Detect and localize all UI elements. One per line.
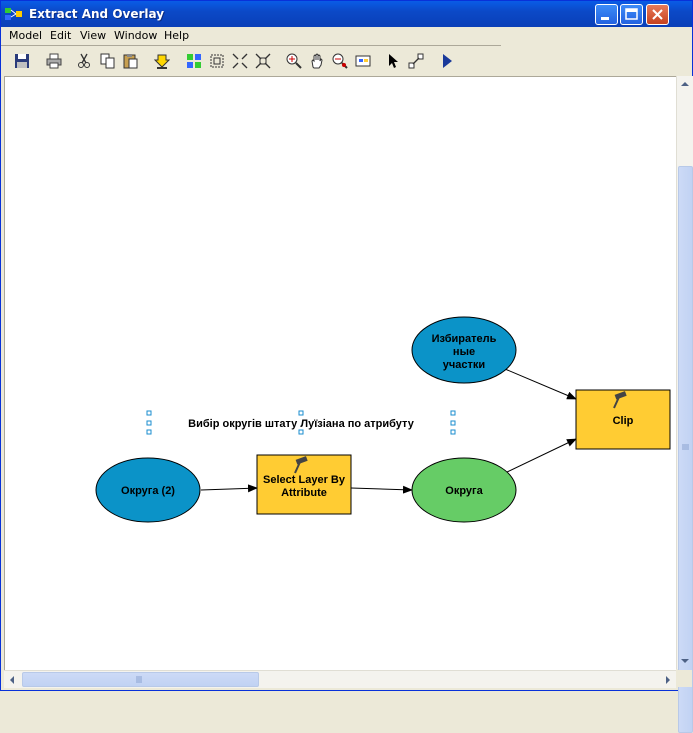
scroll-left-button[interactable] <box>5 672 20 687</box>
horizontal-scrollbar[interactable] <box>4 670 676 688</box>
output-counties-node[interactable]: Округа <box>411 457 517 523</box>
print-icon <box>46 53 62 69</box>
menu-view[interactable]: View <box>80 29 107 42</box>
select-button[interactable] <box>382 50 403 71</box>
save-icon <box>15 54 29 68</box>
connect-button[interactable] <box>405 50 426 71</box>
chevron-down-icon <box>681 659 689 663</box>
zoom-out-fixed-button[interactable] <box>252 50 273 71</box>
cut-button[interactable] <box>73 50 94 71</box>
precincts-label-line3: участки <box>443 359 485 371</box>
scrollbar-corner <box>676 670 692 687</box>
minimize-button[interactable] <box>595 4 618 25</box>
grip-icon <box>136 676 142 683</box>
auto-layout-button[interactable] <box>183 50 204 71</box>
select-tool-label-line2: Attribute <box>281 487 327 499</box>
clip-tool-node[interactable]: Clip <box>575 389 671 450</box>
scroll-right-button[interactable] <box>660 672 675 687</box>
run-play-icon <box>443 54 452 68</box>
window-title: Extract And Overlay <box>29 7 165 21</box>
precincts-label-line1: Избиратель <box>432 333 497 345</box>
scissors-icon <box>78 53 90 68</box>
vertical-scrollbar[interactable] <box>676 76 693 733</box>
chevron-left-icon <box>10 676 14 684</box>
maximize-icon <box>625 8 638 20</box>
menu-edit[interactable]: Edit <box>50 29 72 42</box>
toolbar <box>3 47 503 75</box>
select-layer-tool-node[interactable]: Select Layer By Attribute <box>256 454 352 515</box>
model-diagram: Вибір округів штату Луїзіана по атрибуту… <box>95 316 671 523</box>
zoom-out-button[interactable] <box>329 50 350 71</box>
connector-select-to-output <box>350 485 413 494</box>
vertical-scroll-thumb[interactable] <box>678 166 693 733</box>
chevron-right-icon <box>666 676 670 684</box>
zoom-in-fixed-button[interactable] <box>229 50 250 71</box>
print-button[interactable] <box>43 50 64 71</box>
fixed-zoom-out-icon <box>255 53 271 69</box>
run-button[interactable] <box>436 50 457 71</box>
close-button[interactable] <box>646 4 669 25</box>
menu-help[interactable]: Help <box>164 29 190 42</box>
scroll-down-button[interactable] <box>677 654 693 668</box>
layout-grid-icon <box>187 54 201 68</box>
add-data-icon <box>154 54 170 69</box>
connector-output-to-clip <box>504 438 577 474</box>
connector-counties-to-select <box>200 484 258 493</box>
overview-button[interactable] <box>352 50 373 71</box>
menu-model[interactable]: Model <box>9 29 43 42</box>
scroll-up-button[interactable] <box>677 77 693 91</box>
output-counties-label: Округа <box>445 485 483 497</box>
hand-icon <box>311 53 323 69</box>
menu-bar: Model Edit View Window Help <box>1 27 501 46</box>
input-counties-label: Округа (2) <box>121 485 175 497</box>
model-canvas[interactable]: Вибір округів штату Луїзіана по атрибуту… <box>4 76 676 670</box>
selection-handles[interactable] <box>146 410 456 435</box>
minimize-icon <box>601 17 609 20</box>
grip-icon <box>682 444 689 450</box>
connect-icon <box>408 53 424 69</box>
maximize-button[interactable] <box>620 4 643 25</box>
copy-icon <box>100 53 115 69</box>
hammer-icon <box>613 391 627 409</box>
zoom-out-icon <box>332 53 348 69</box>
diagram-label[interactable]: Вибір округів штату Луїзіана по атрибуту <box>188 418 415 430</box>
select-arrow-icon <box>389 54 398 68</box>
paste-icon <box>123 54 138 69</box>
clip-tool-label: Clip <box>613 415 634 427</box>
input-counties-node[interactable]: Округа (2) <box>95 457 201 523</box>
input-precincts-node[interactable]: Избиратель ные участки <box>411 316 517 384</box>
precincts-label-line2: ные <box>453 346 475 358</box>
full-extent-button[interactable] <box>206 50 227 71</box>
paste-button[interactable] <box>120 50 141 71</box>
title-bar[interactable]: Extract And Overlay <box>1 1 692 27</box>
close-icon <box>652 9 663 20</box>
add-data-button[interactable] <box>151 50 172 71</box>
select-tool-label-line1: Select Layer By <box>263 474 346 486</box>
model-app-icon <box>5 8 22 20</box>
full-extent-icon <box>210 54 224 68</box>
overview-icon <box>355 55 371 67</box>
zoom-in-button[interactable] <box>283 50 304 71</box>
menu-window[interactable]: Window <box>114 29 158 42</box>
chevron-up-icon <box>681 82 689 86</box>
copy-button[interactable] <box>97 50 118 71</box>
connector-precincts-to-clip <box>504 368 577 400</box>
hammer-icon <box>294 456 308 474</box>
fixed-zoom-in-icon <box>232 53 248 69</box>
zoom-in-icon <box>286 53 302 69</box>
horizontal-scroll-thumb[interactable] <box>22 672 259 687</box>
save-button[interactable] <box>11 50 32 71</box>
pan-button[interactable] <box>306 50 327 71</box>
